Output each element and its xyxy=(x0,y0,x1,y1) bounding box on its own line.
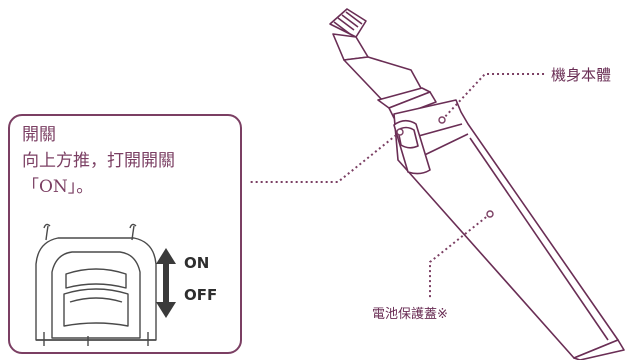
cutter-head xyxy=(329,8,369,61)
switch-off-label: OFF xyxy=(184,286,218,304)
callout-instruction-line2: 「ON」。 xyxy=(22,177,94,197)
label-body: 機身本體 xyxy=(551,66,612,84)
label-battery-cover: 電池保護蓋※ xyxy=(372,307,448,322)
trimmer-body xyxy=(393,99,619,359)
leader-body xyxy=(438,73,546,124)
switch-closeup xyxy=(35,223,176,346)
up-down-arrow-icon xyxy=(156,248,176,318)
leader-switch xyxy=(248,128,404,183)
trimmer-end-cap xyxy=(573,339,625,360)
callout-instruction-line1: 向上方推，打開開關 xyxy=(22,151,175,171)
switch-callout: 開關 向上方推，打開開關 「ON」。 xyxy=(8,114,242,354)
leader-battery-cover xyxy=(429,210,494,300)
switch-slider xyxy=(63,288,129,327)
switch-on-label: ON xyxy=(184,254,210,272)
trimmer-neck xyxy=(343,56,423,103)
callout-text: 開關 向上方推，打開開關 「ON」。 xyxy=(22,122,175,200)
callout-title: 開關 xyxy=(22,125,56,145)
trimmer-device xyxy=(329,8,625,360)
